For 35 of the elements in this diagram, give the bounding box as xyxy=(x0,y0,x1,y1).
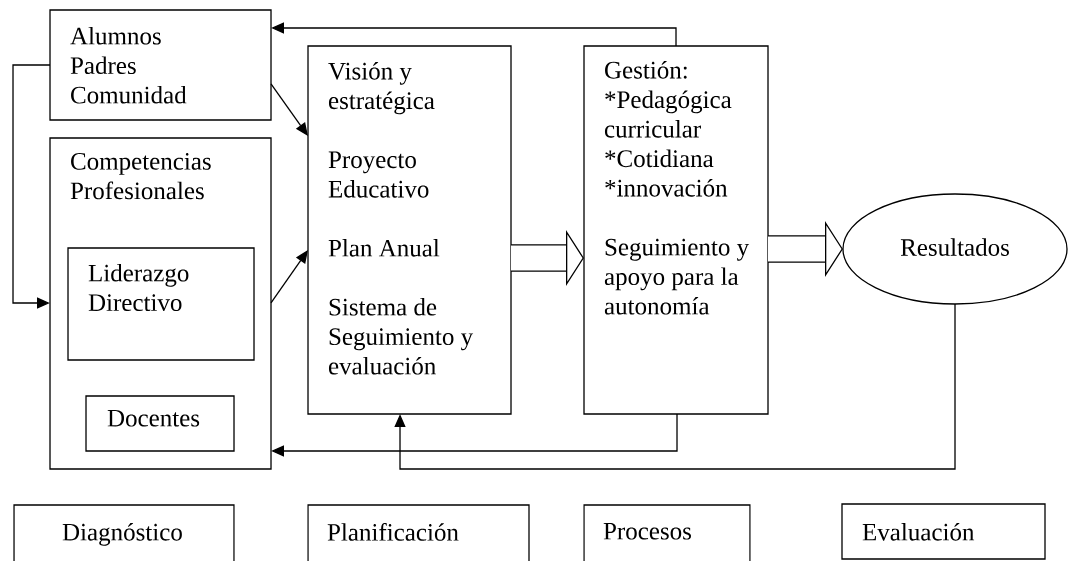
box-text: Resultados xyxy=(900,238,1009,256)
arrow xyxy=(270,83,308,136)
box-text: Visión y estratégica xyxy=(328,62,435,115)
box-text: Plan Anual xyxy=(328,239,440,257)
arrow xyxy=(394,303,956,470)
stage-box xyxy=(307,504,530,561)
box-text: Comunidad xyxy=(71,86,187,104)
box-text: *Cotidiana xyxy=(605,149,714,168)
result-ellipse xyxy=(842,193,1068,305)
box-text: Padres xyxy=(70,56,136,75)
box-text: Proyecto Educativo xyxy=(328,151,429,198)
box-text: Diagnóstico xyxy=(62,523,182,546)
stage-box xyxy=(13,504,235,561)
box-text: Alumnos xyxy=(70,27,161,45)
box-text: Evaluación xyxy=(862,523,975,541)
text-box xyxy=(49,9,272,121)
text-box xyxy=(307,45,512,415)
box-text: *innovación xyxy=(605,179,728,197)
inner-box xyxy=(67,247,255,361)
box-text: Docentes xyxy=(107,410,200,427)
box-text: Gestión: xyxy=(605,61,687,79)
arrow xyxy=(12,64,51,309)
stage-box xyxy=(841,503,1046,560)
inner-box xyxy=(85,395,235,452)
text-box xyxy=(583,45,769,415)
box-text: Liderazgo Directivo xyxy=(88,264,189,312)
box-text: Competencias Profesionales xyxy=(70,153,211,200)
text-box xyxy=(49,137,272,470)
box-text: Planificación xyxy=(327,523,459,541)
box-text: Seguimiento y apoyo para la autonomía xyxy=(604,238,750,315)
stage-box xyxy=(583,504,751,561)
box-text: Sistema de Seguimiento y evaluación xyxy=(329,298,474,375)
box-text: *Pedagógica curricular xyxy=(604,90,732,138)
arrow xyxy=(270,250,308,304)
box-text: Procesos xyxy=(603,523,691,540)
